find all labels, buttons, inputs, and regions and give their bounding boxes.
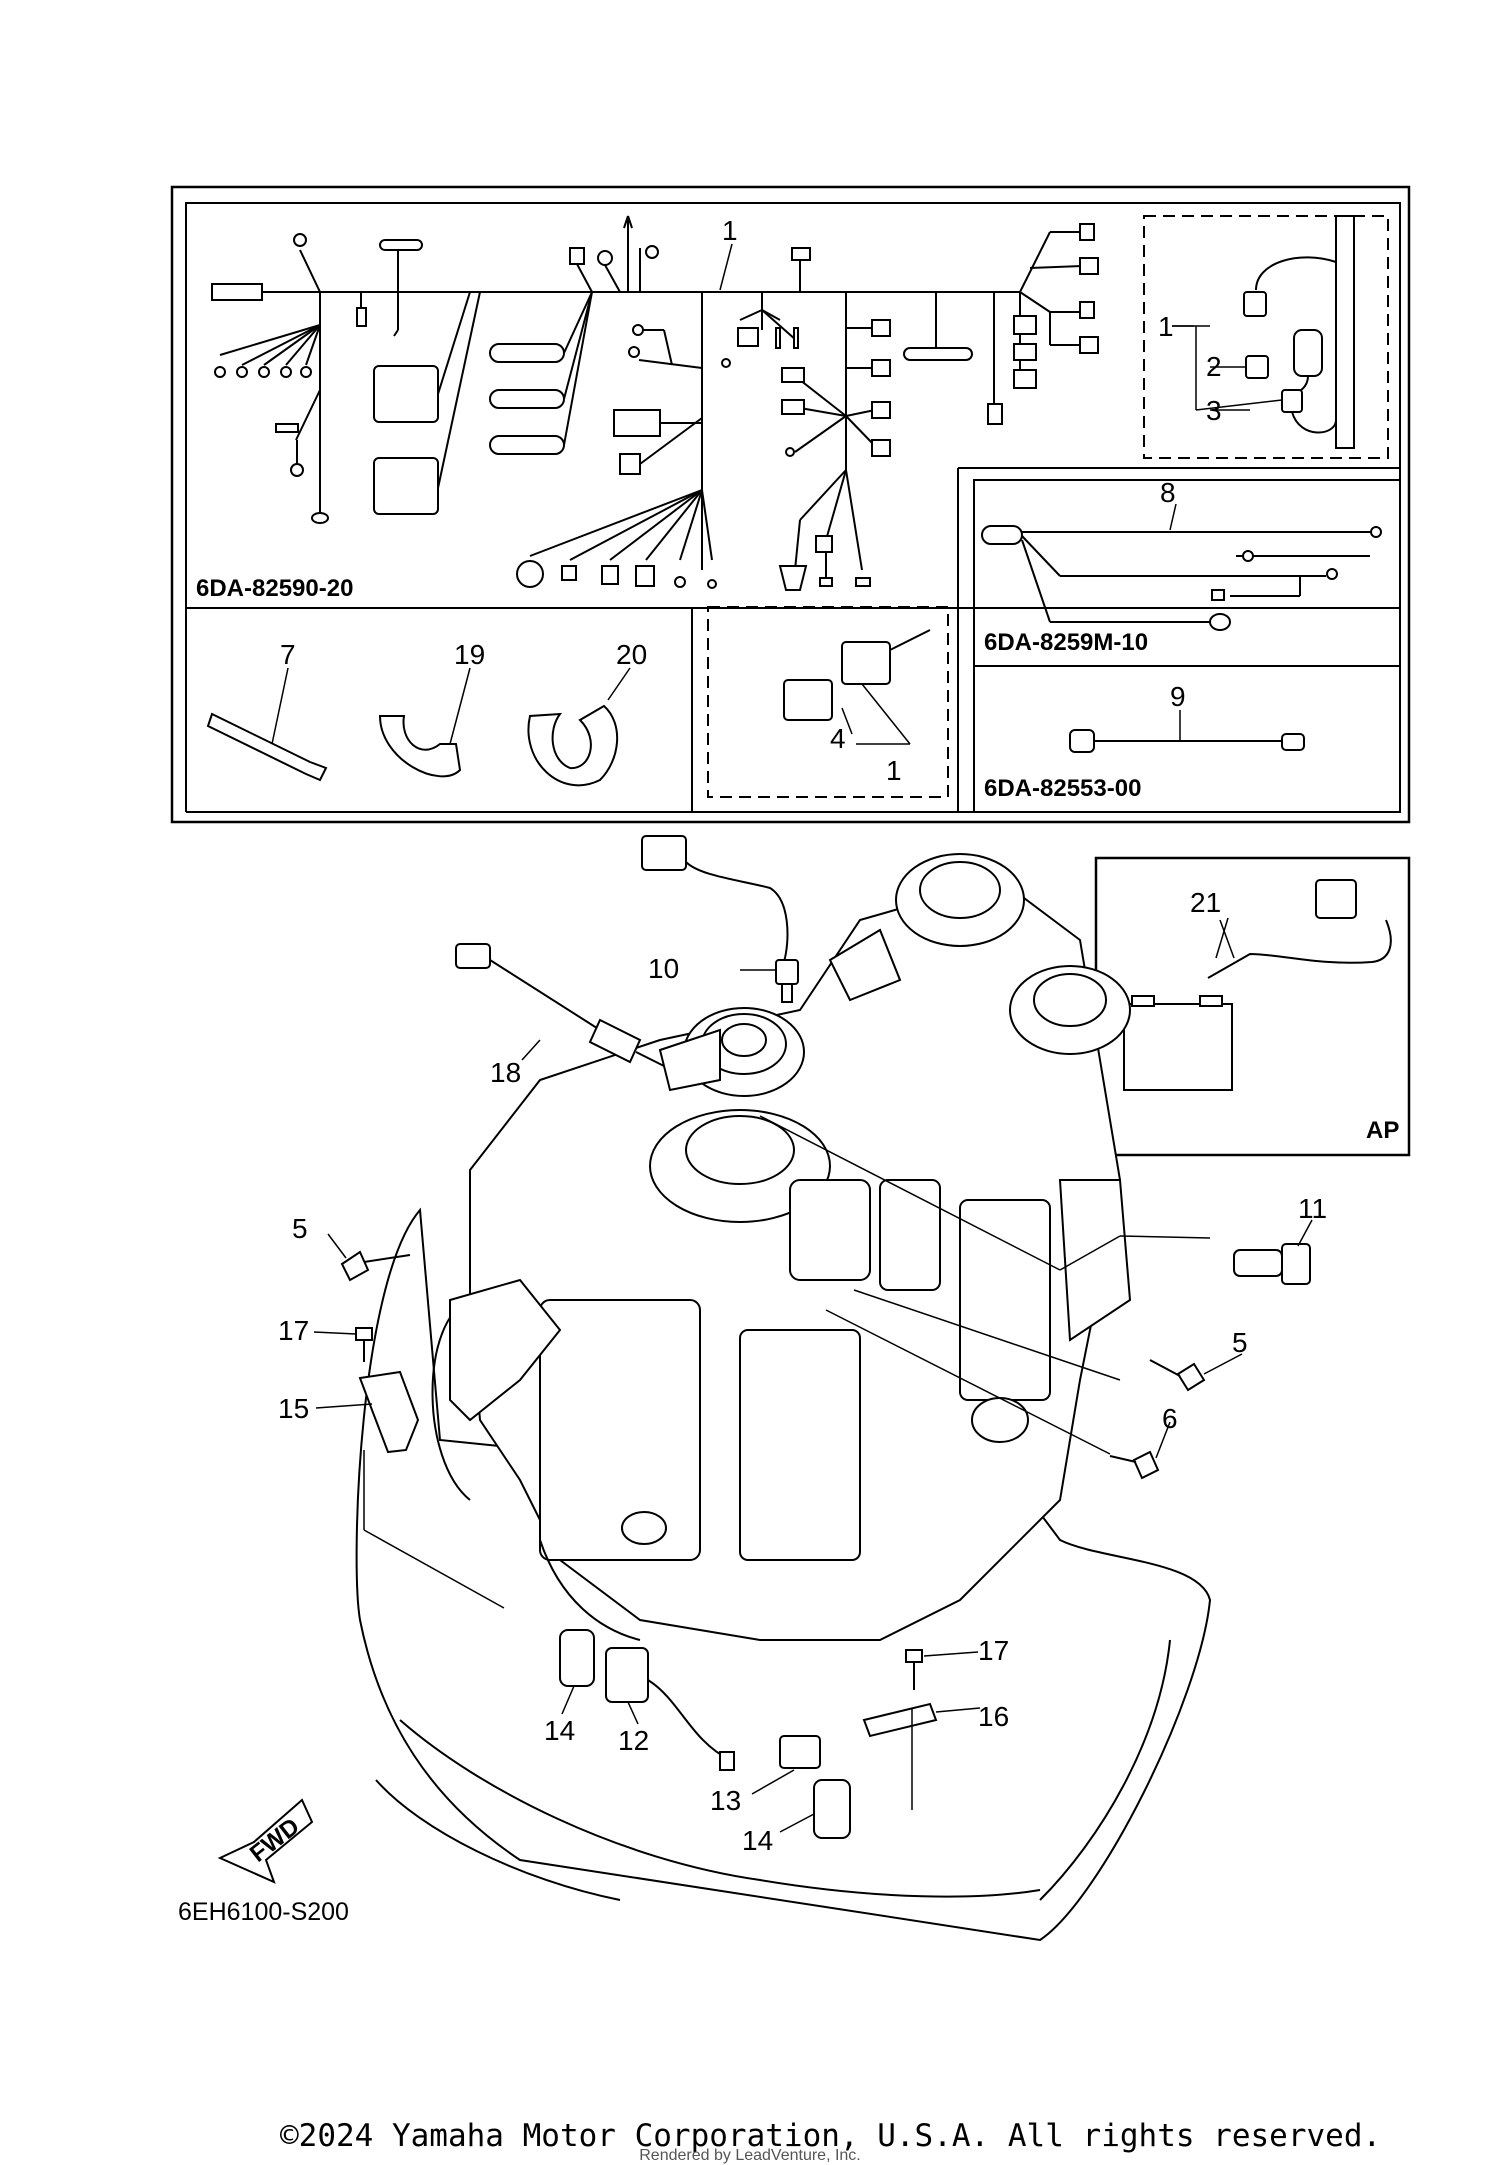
callout-numbers: 1 1 2 3 8 9 7 19 20 4 1 21 10 18 5 11 5 … xyxy=(278,215,1327,1856)
code-sub-harness: 6DA-8259M-10 xyxy=(984,629,1148,656)
callout-19: 19 xyxy=(454,639,485,670)
ap-battery-box xyxy=(1094,856,1411,1157)
engine-assembly xyxy=(355,853,1212,1942)
callout-3: 3 xyxy=(1206,395,1222,426)
copyright-notice: ©2024 Yamaha Motor Corporation, U.S.A. A… xyxy=(280,2118,1382,2154)
callout-6: 6 xyxy=(1162,1403,1178,1434)
sub-harness-8 xyxy=(981,525,1382,631)
callout-14-left: 14 xyxy=(544,1715,575,1746)
harness-kit-frame xyxy=(170,185,1411,824)
callout-16: 16 xyxy=(978,1701,1009,1732)
callout-10: 10 xyxy=(648,953,679,984)
callout-5-left: 5 xyxy=(292,1213,308,1244)
callout-2: 2 xyxy=(1206,351,1222,382)
loose-parts xyxy=(217,835,1311,1884)
callout-5-right: 5 xyxy=(1232,1327,1248,1358)
part-codes: 6DA-82590-20 6DA-8259M-10 6DA-82553-00 6… xyxy=(178,575,1399,1926)
lead-9 xyxy=(1069,729,1305,753)
callout-17-left: 17 xyxy=(278,1315,309,1346)
callout-1-relay: 1 xyxy=(886,755,902,786)
code-lead: 6DA-82553-00 xyxy=(984,775,1141,802)
sensor-subassembly xyxy=(1172,215,1355,449)
callout-7: 7 xyxy=(280,639,296,670)
callout-1-sub: 1 xyxy=(1158,311,1174,342)
render-credit: Rendered by LeadVenture, Inc. xyxy=(639,2147,861,2164)
clamps-and-relay xyxy=(206,629,931,787)
callout-4: 4 xyxy=(830,723,846,754)
illustration-code: 6EH6100-S200 xyxy=(178,1898,349,1926)
callout-11: 11 xyxy=(1298,1193,1327,1224)
callout-8: 8 xyxy=(1160,477,1176,508)
callout-12: 12 xyxy=(618,1725,649,1756)
callout-20: 20 xyxy=(616,639,647,670)
forward-arrow xyxy=(217,1798,314,1884)
callout-17-right: 17 xyxy=(978,1635,1009,1666)
main-wire-harness xyxy=(211,215,1099,591)
ap-label: AP xyxy=(1366,1117,1399,1144)
callout-14-right: 14 xyxy=(742,1825,773,1856)
callout-15: 15 xyxy=(278,1393,309,1424)
callout-13: 13 xyxy=(710,1785,741,1816)
callout-18: 18 xyxy=(490,1057,521,1088)
callout-1-main: 1 xyxy=(722,215,738,246)
callout-9: 9 xyxy=(1170,681,1186,712)
callout-21: 21 xyxy=(1190,887,1221,918)
leader-lines xyxy=(271,243,1313,1833)
code-main-harness: 6DA-82590-20 xyxy=(196,575,353,602)
